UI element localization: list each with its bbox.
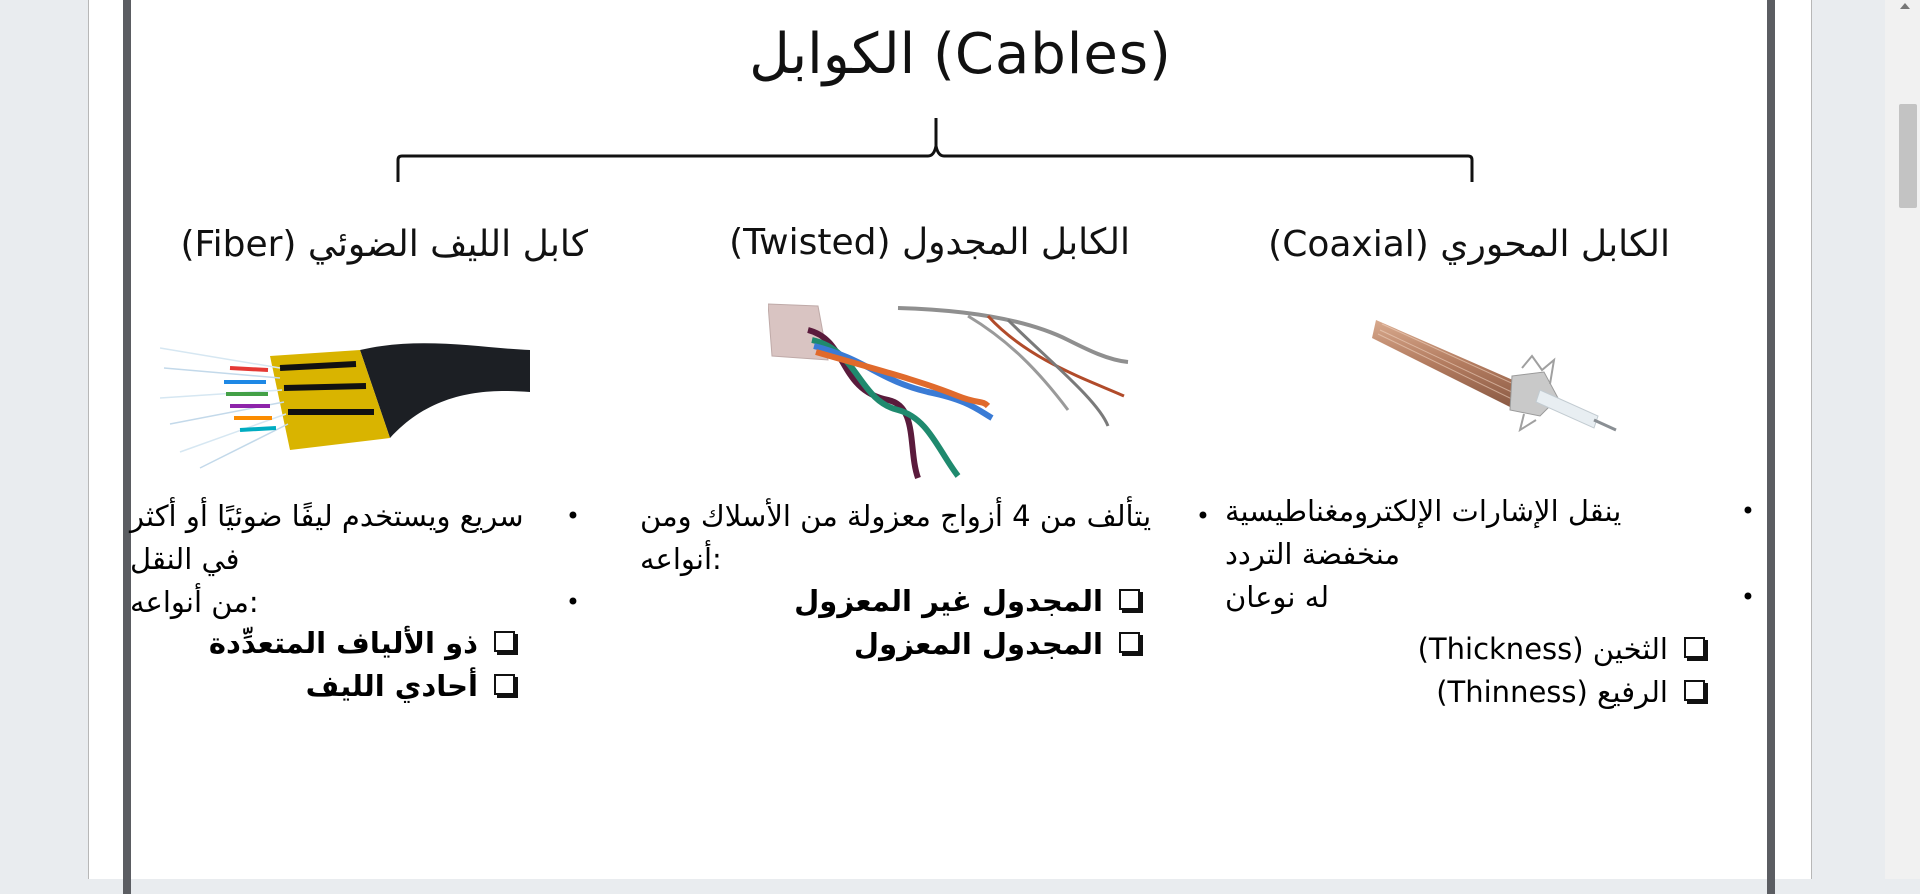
list-item: ذو الألياف المتعدِّدة xyxy=(209,622,515,665)
twisted-heading: الكابل المجدول (Twisted) xyxy=(729,222,1130,263)
checkbox-square-icon xyxy=(1119,631,1140,653)
list-item: سريع ويستخدم ليفًا ضوئيًا أو أكثر في الن… xyxy=(130,495,580,581)
page-title: الكوابل (Cables) xyxy=(749,22,1171,87)
scroll-up-arrow-icon[interactable] xyxy=(1900,3,1910,9)
fiber-heading: كابل الليف الضوئي (Fiber) xyxy=(180,224,588,265)
list-item: من أنواعه: xyxy=(130,581,580,624)
checkbox-square-icon xyxy=(1684,636,1705,658)
hierarchy-brace xyxy=(396,118,1474,182)
list-item: الرفيع (Thinness) xyxy=(1418,671,1705,714)
twisted-subtypes: المجدول غير المعزول المجدول المعزول xyxy=(794,580,1140,666)
list-item: الثخين (Thickness) xyxy=(1418,628,1705,671)
coaxial-heading: الكابل المحوري (Coaxial) xyxy=(1268,224,1670,265)
fiber-bullets: سريع ويستخدم ليفًا ضوئيًا أو أكثر في الن… xyxy=(130,495,580,624)
list-item: يتألف من 4 أزواج معزولة من الأسلاك ومن أ… xyxy=(640,495,1210,581)
page-border xyxy=(123,0,1775,894)
list-item: المجدول المعزول xyxy=(794,623,1140,666)
scroll-thumb[interactable] xyxy=(1899,104,1917,208)
list-item: أحادي الليف xyxy=(209,665,515,708)
vertical-scrollbar[interactable] xyxy=(1885,0,1920,879)
coaxial-bullets: ينقل الإشارات الإلكترومغناطيسية منخفضة ا… xyxy=(1225,490,1755,619)
list-item: له نوعان xyxy=(1225,576,1755,619)
checkbox-square-icon xyxy=(1119,588,1140,610)
fiber-subtypes: ذو الألياف المتعدِّدة أحادي الليف xyxy=(209,622,515,708)
coaxial-subtypes: الثخين (Thickness) الرفيع (Thinness) xyxy=(1418,628,1705,714)
checkbox-square-icon xyxy=(494,673,515,695)
checkbox-square-icon xyxy=(494,630,515,652)
fiber-optic-cable-image xyxy=(160,343,530,469)
list-item: ينقل الإشارات الإلكترومغناطيسية منخفضة ا… xyxy=(1225,490,1755,576)
coaxial-cable-image xyxy=(1372,320,1617,433)
checkbox-square-icon xyxy=(1684,679,1705,701)
twisted-bullets: يتألف من 4 أزواج معزولة من الأسلاك ومن أ… xyxy=(640,495,1210,581)
list-item: المجدول غير المعزول xyxy=(794,580,1140,623)
twisted-pair-cable-image xyxy=(768,303,1129,480)
